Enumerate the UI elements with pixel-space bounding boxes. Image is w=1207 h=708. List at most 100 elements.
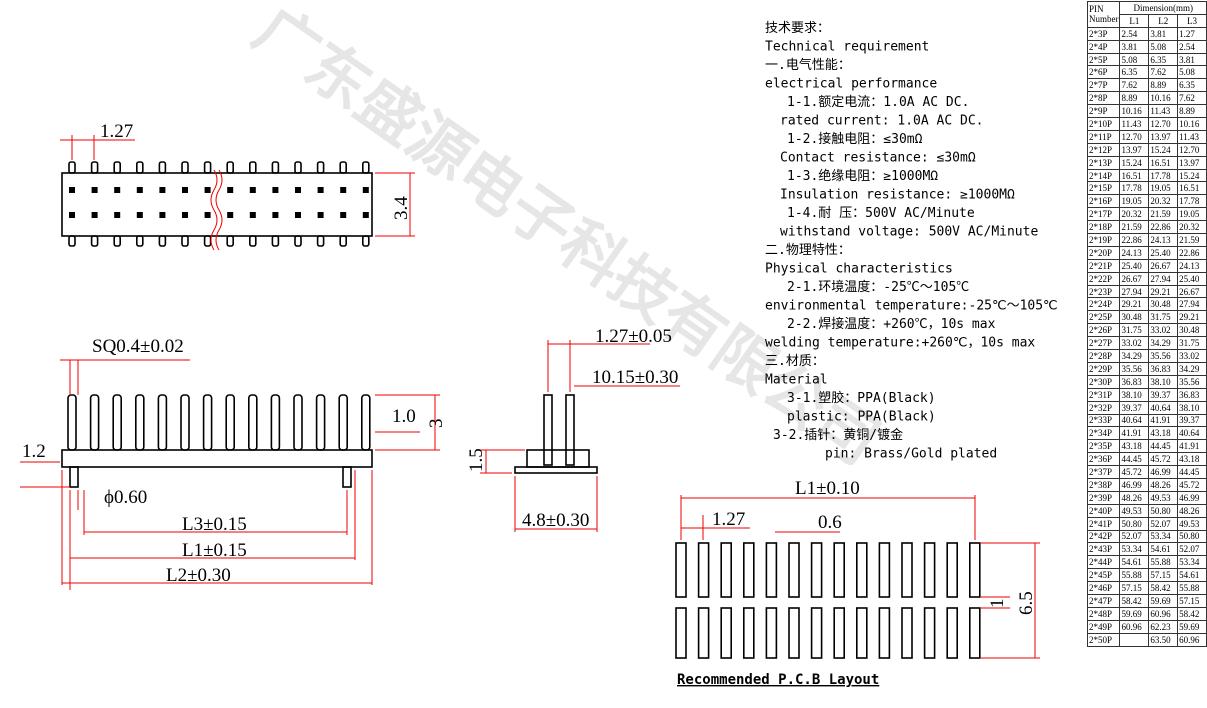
pcb-title: Recommended P.C.B Layout [677, 672, 879, 688]
pin-top [361, 161, 370, 174]
l1-label: L1±0.15 [182, 540, 247, 561]
pin-side [225, 394, 235, 451]
pin-cell: 2*14P [1086, 168, 1121, 183]
dim-cell: 43.18 [1148, 426, 1179, 441]
dim-cell: 41.91 [1148, 413, 1179, 428]
dim-cell: 52.07 [1119, 529, 1150, 544]
dim-cell: 55.88 [1119, 568, 1150, 583]
dim-cell: 34.29 [1119, 349, 1150, 363]
dim-cell: 57.15 [1177, 593, 1207, 608]
pcb-height-label: 6.5 [1016, 591, 1037, 615]
pin-square [204, 187, 211, 193]
pin-square [340, 187, 347, 193]
dim-cell: 39.37 [1177, 413, 1207, 428]
pin-cell: 2*22P [1086, 271, 1121, 286]
dim-cell: 27.94 [1177, 297, 1207, 312]
pin-square [272, 187, 279, 193]
top-height-label: 3.4 [391, 196, 412, 220]
requirement-line: Physical characteristics [765, 262, 953, 277]
pin-side [293, 394, 303, 451]
dim-cell: 11.43 [1119, 117, 1150, 131]
pcb-pad [788, 607, 800, 659]
pin-bottom [316, 235, 325, 247]
dim-cell: 22.86 [1119, 233, 1150, 247]
pin-cell: 2*38P [1086, 477, 1121, 492]
dim-cell: 44.45 [1177, 465, 1207, 479]
dim-cell: 30.48 [1148, 297, 1179, 312]
dim-cell: 43.18 [1177, 452, 1207, 467]
pin-side [89, 394, 100, 451]
dim-3: 3 [426, 419, 447, 429]
pin-cell: 2*24P [1086, 297, 1121, 312]
dim-cell: 24.13 [1177, 258, 1207, 273]
pin-bottom [158, 235, 167, 247]
top-pitch-label: 1.27 [100, 121, 133, 142]
dim-cell: 57.15 [1119, 581, 1150, 595]
pin-cell: 2*26P [1086, 323, 1121, 338]
pcb-pad [946, 542, 959, 598]
requirement-line: electrical performance [765, 77, 937, 92]
pin-side [270, 394, 281, 451]
pin-cell: 2*4P [1086, 39, 1121, 54]
pin-cell: 2*19P [1086, 233, 1121, 247]
pin-bottom [271, 235, 280, 247]
pin-cell: 2*43P [1086, 542, 1121, 557]
pcb-pad [923, 607, 936, 659]
pin-bottom [68, 235, 76, 247]
pin-square [227, 212, 234, 218]
pcb-pad [968, 607, 981, 659]
pin-bottom [294, 235, 302, 247]
dim-cell: 60.96 [1177, 632, 1207, 647]
dim-cell: 55.88 [1177, 581, 1207, 595]
pin-square [227, 187, 234, 193]
pin-square [159, 212, 166, 218]
dim-cell: 58.42 [1177, 606, 1207, 621]
pin-top [68, 161, 76, 174]
dim-cell: 2.54 [1177, 39, 1207, 54]
dim-cell: 2.54 [1119, 26, 1150, 41]
pin-square [204, 212, 211, 218]
pin-cell: 2*50P [1086, 632, 1121, 647]
requirement-line: 1-1.额定电流：1.0A AC DC. [787, 95, 969, 110]
requirement-line: 二.物理特性： [765, 243, 851, 258]
pin-cell: 2*18P [1086, 220, 1121, 235]
pin-cell: 2*17P [1086, 207, 1121, 222]
pin-header: PIN Number [1086, 1, 1121, 28]
pin-side [67, 394, 77, 451]
dim-cell: 55.88 [1148, 555, 1179, 570]
pcb-pad [720, 542, 733, 598]
dim-cell: 7.62 [1177, 91, 1207, 106]
pin-cell: 2*29P [1086, 361, 1121, 376]
dim-1-2: 1.2 [22, 441, 46, 462]
pin-cell: 2*8P [1086, 91, 1121, 106]
dim-cell: 27.94 [1148, 271, 1179, 286]
requirement-line: 1-3.绝缘电阻：≥1000MΩ [787, 168, 938, 184]
dim-cell: 58.42 [1148, 581, 1179, 595]
l3-label: L3±0.15 [182, 514, 247, 535]
dim-cell: 38.10 [1177, 400, 1207, 415]
requirement-line: 2-2.焊接温度：+260℃，10s max [787, 316, 996, 332]
pcb-pad [697, 542, 710, 598]
dim-cell: 10.16 [1119, 104, 1150, 119]
pin-cell: 2*33P [1086, 413, 1121, 428]
dim-cell: 60.96 [1148, 606, 1179, 621]
requirement-line: 技术要求： [765, 21, 830, 36]
dim-cell: 10.16 [1177, 117, 1207, 131]
pcb-pad [878, 607, 891, 659]
dim-cell: 24.13 [1148, 233, 1179, 247]
pin-bottom [226, 235, 234, 247]
